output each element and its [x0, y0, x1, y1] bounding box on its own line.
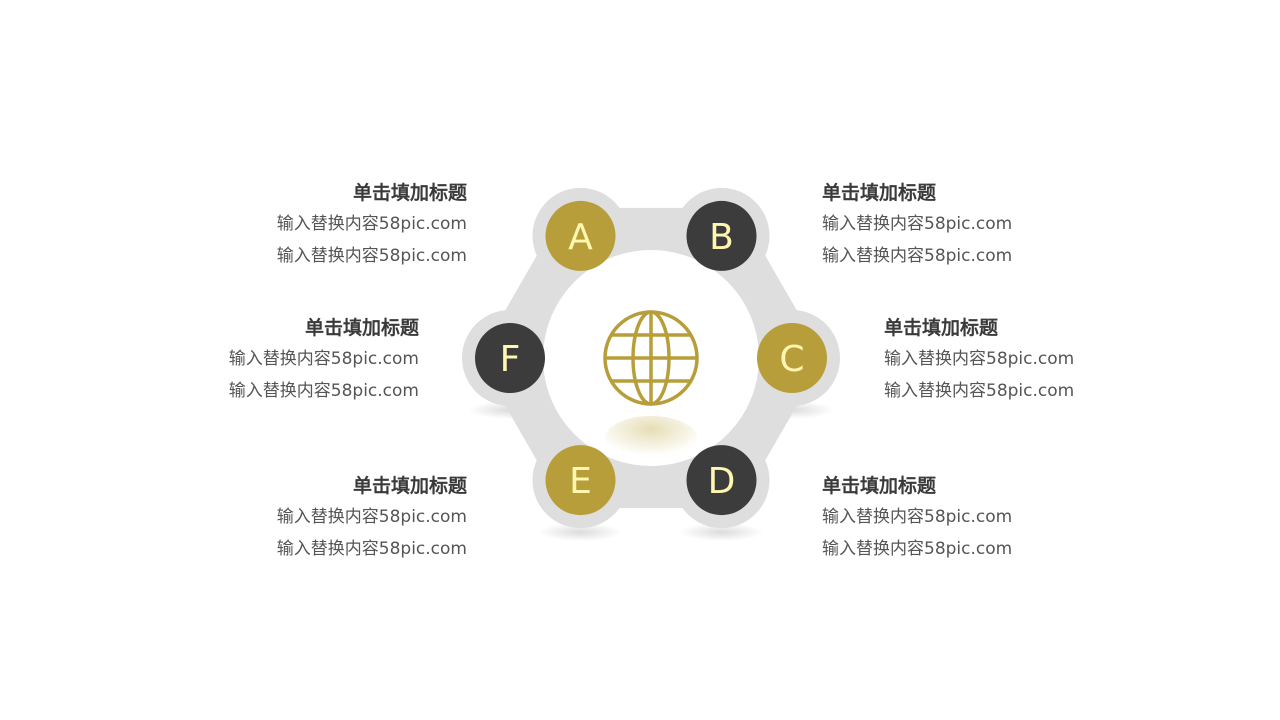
node-c-circle — [757, 323, 827, 393]
block-d: 单击填加标题 输入替换内容58pic.com 输入替换内容58pic.com — [822, 473, 1082, 565]
node-shadow — [538, 523, 623, 542]
node-f[interactable]: F — [475, 323, 545, 393]
node-d[interactable]: D — [686, 445, 757, 516]
block-e-title[interactable]: 单击填加标题 — [352, 475, 467, 497]
block-c-line-1[interactable]: 输入替换内容58pic.com — [884, 349, 1075, 369]
block-e: 单击填加标题 输入替换内容58pic.com 输入替换内容58pic.com — [207, 473, 467, 565]
node-b-circle — [686, 200, 757, 271]
node-d-letter: D — [708, 461, 736, 502]
node-f-letter: F — [500, 339, 521, 380]
block-a: 单击填加标题 输入替换内容58pic.com 输入替换内容58pic.com — [207, 180, 467, 272]
block-e-line-2[interactable]: 输入替换内容58pic.com — [276, 539, 467, 559]
block-a-line-2[interactable]: 输入替换内容58pic.com — [276, 246, 467, 266]
block-b-title[interactable]: 单击填加标题 — [822, 182, 937, 204]
block-d-title[interactable]: 单击填加标题 — [822, 475, 937, 497]
node-e-letter: E — [569, 461, 592, 502]
block-c-line-2[interactable]: 输入替换内容58pic.com — [884, 381, 1075, 401]
globe-reflection — [605, 416, 697, 460]
node-a-circle — [545, 200, 616, 271]
block-b-line-1[interactable]: 输入替换内容58pic.com — [822, 214, 1013, 234]
block-c: 单击填加标题 输入替换内容58pic.com 输入替换内容58pic.com — [884, 315, 1144, 407]
block-f-line-1[interactable]: 输入替换内容58pic.com — [228, 349, 419, 369]
block-f: 单击填加标题 输入替换内容58pic.com 输入替换内容58pic.com — [159, 315, 419, 407]
node-b-letter: B — [709, 217, 734, 258]
block-d-line-1[interactable]: 输入替换内容58pic.com — [822, 507, 1013, 527]
node-a-letter: A — [568, 217, 593, 258]
block-a-title[interactable]: 单击填加标题 — [352, 182, 467, 204]
block-e-line-1[interactable]: 输入替换内容58pic.com — [276, 507, 467, 527]
block-f-title[interactable]: 单击填加标题 — [304, 317, 419, 339]
node-f-circle — [475, 323, 545, 393]
block-b-line-2[interactable]: 输入替换内容58pic.com — [822, 246, 1013, 266]
node-b[interactable]: B — [686, 200, 757, 271]
node-c-letter: C — [779, 339, 804, 380]
node-c[interactable]: C — [757, 323, 827, 393]
block-c-title[interactable]: 单击填加标题 — [884, 317, 999, 339]
nodes-layer: A B C D E F — [475, 200, 827, 516]
node-d-circle — [686, 445, 757, 516]
block-f-line-2[interactable]: 输入替换内容58pic.com — [228, 381, 419, 401]
node-e-circle — [545, 445, 616, 516]
node-a[interactable]: A — [545, 200, 616, 271]
block-d-line-2[interactable]: 输入替换内容58pic.com — [822, 539, 1013, 559]
block-b: 单击填加标题 输入替换内容58pic.com 输入替换内容58pic.com — [822, 180, 1082, 272]
node-e[interactable]: E — [545, 445, 616, 516]
node-shadow — [679, 523, 764, 542]
globe-icon — [603, 310, 699, 460]
block-a-line-1[interactable]: 输入替换内容58pic.com — [276, 214, 467, 234]
